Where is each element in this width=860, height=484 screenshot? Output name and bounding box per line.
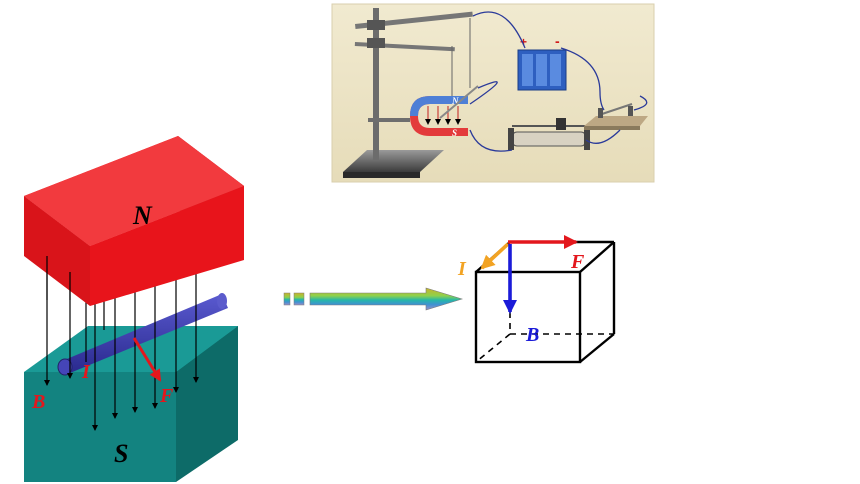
- south-pole-label: S: [114, 439, 128, 468]
- force-label-left: F: [159, 385, 174, 407]
- magnet-field-diagram: N S I B F: [24, 136, 244, 482]
- force-arrow-left: [132, 337, 162, 382]
- apparatus-illustration: N S + -: [331, 3, 655, 183]
- cube-front-face: [474, 270, 582, 364]
- switch: [584, 103, 648, 130]
- battery-plus-label: +: [520, 35, 527, 49]
- cube-force-label: F: [570, 251, 585, 273]
- stand-base: [343, 150, 444, 172]
- right-arrow-icon: [283, 287, 464, 311]
- field-label-left: B: [31, 391, 45, 413]
- south-pole-block: [24, 326, 238, 482]
- cube-field-label: B: [525, 324, 539, 346]
- battery: [517, 49, 567, 91]
- cube-current-label: I: [457, 258, 467, 280]
- apparatus-magnet-n-label: N: [451, 96, 459, 106]
- current-conductor-rod: [57, 293, 228, 376]
- battery-minus-label: -: [555, 33, 560, 49]
- north-pole-block: [24, 136, 244, 306]
- current-vector: [480, 242, 510, 270]
- current-label-left: I: [81, 361, 91, 383]
- cube-vector-diagram: I F B: [457, 235, 616, 364]
- stand-pole: [373, 8, 379, 160]
- apparatus-magnet-s-label: S: [452, 128, 457, 138]
- north-pole-label: N: [132, 201, 153, 230]
- rheostat: [508, 118, 590, 150]
- apparatus-conductor-rod: [439, 85, 479, 119]
